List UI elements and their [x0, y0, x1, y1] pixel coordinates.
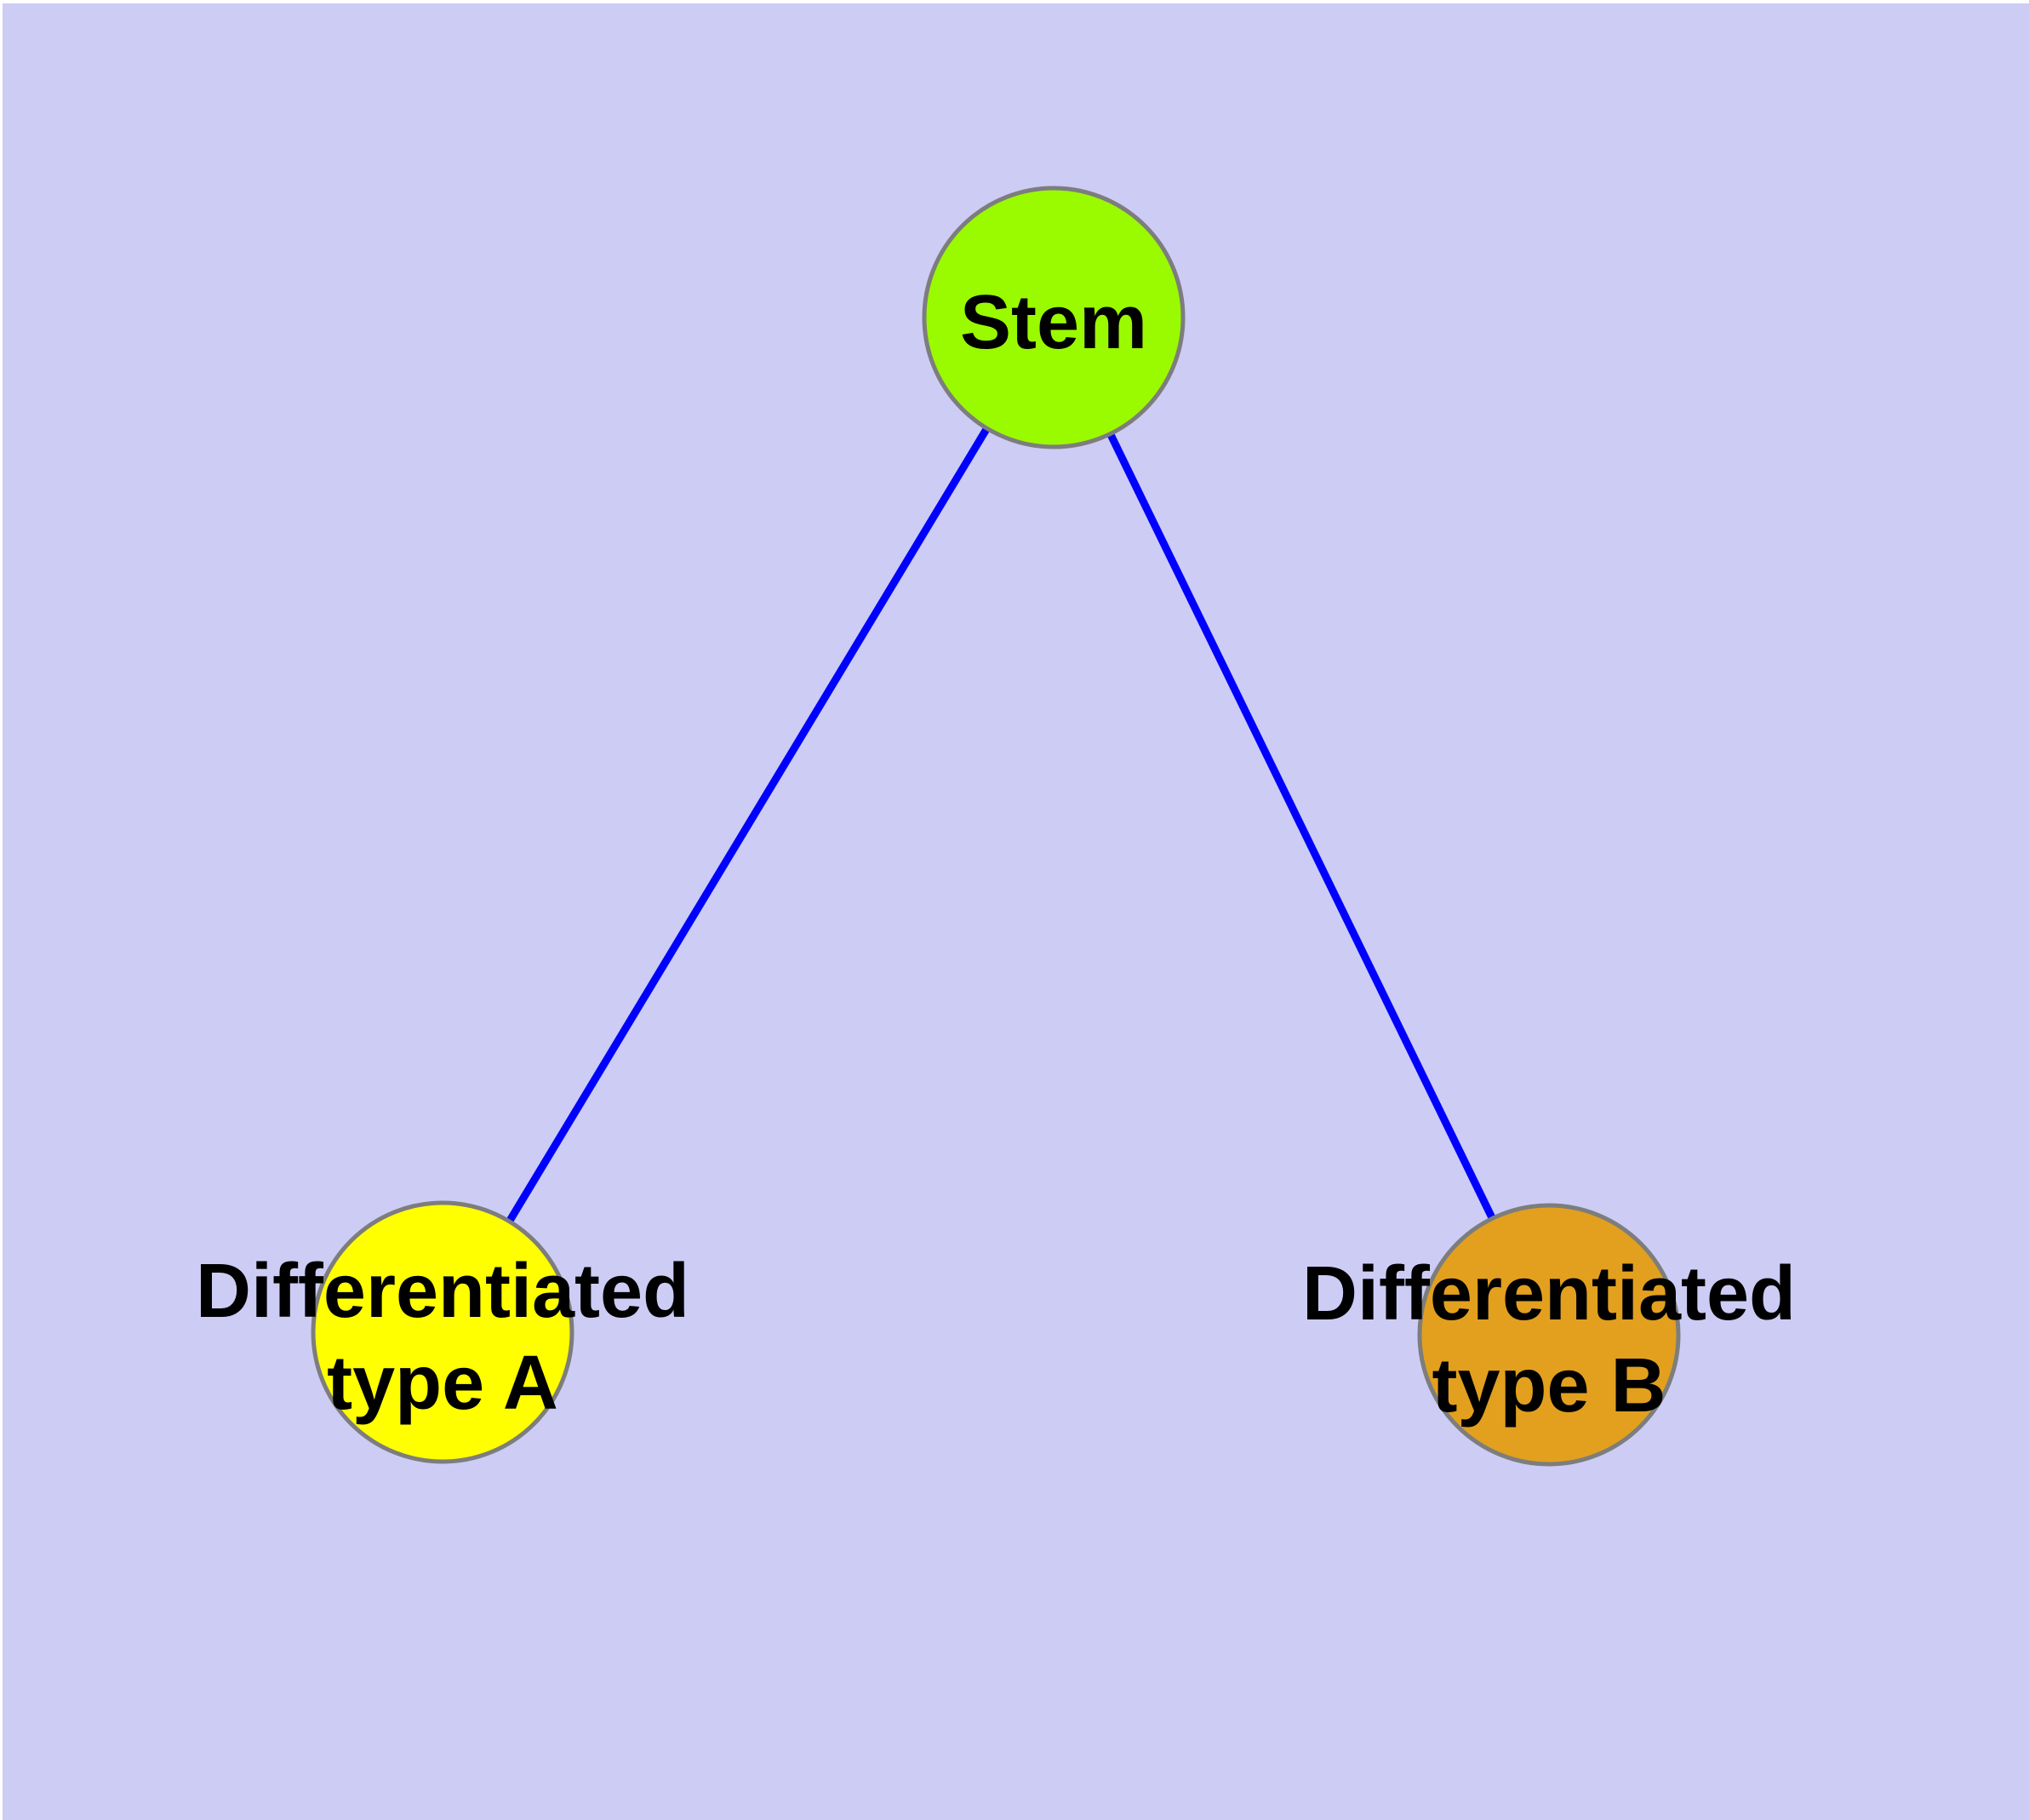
node-type-b-label-line2: type B [1432, 1343, 1666, 1428]
node-type-b-label-line1: Differentiated [1302, 1251, 1796, 1336]
node-type-a-label-line1: Differentiated [196, 1249, 689, 1334]
node-differentiated-type-b [1417, 1203, 1681, 1467]
node-stem [922, 186, 1186, 449]
edge-stem-to-type-b [1049, 316, 1553, 1336]
edge-stem-to-type-a [439, 315, 1057, 1335]
node-stem-label: Stem [960, 280, 1147, 365]
node-type-a-label-line2: type A [327, 1341, 558, 1426]
node-differentiated-type-a [311, 1200, 574, 1464]
